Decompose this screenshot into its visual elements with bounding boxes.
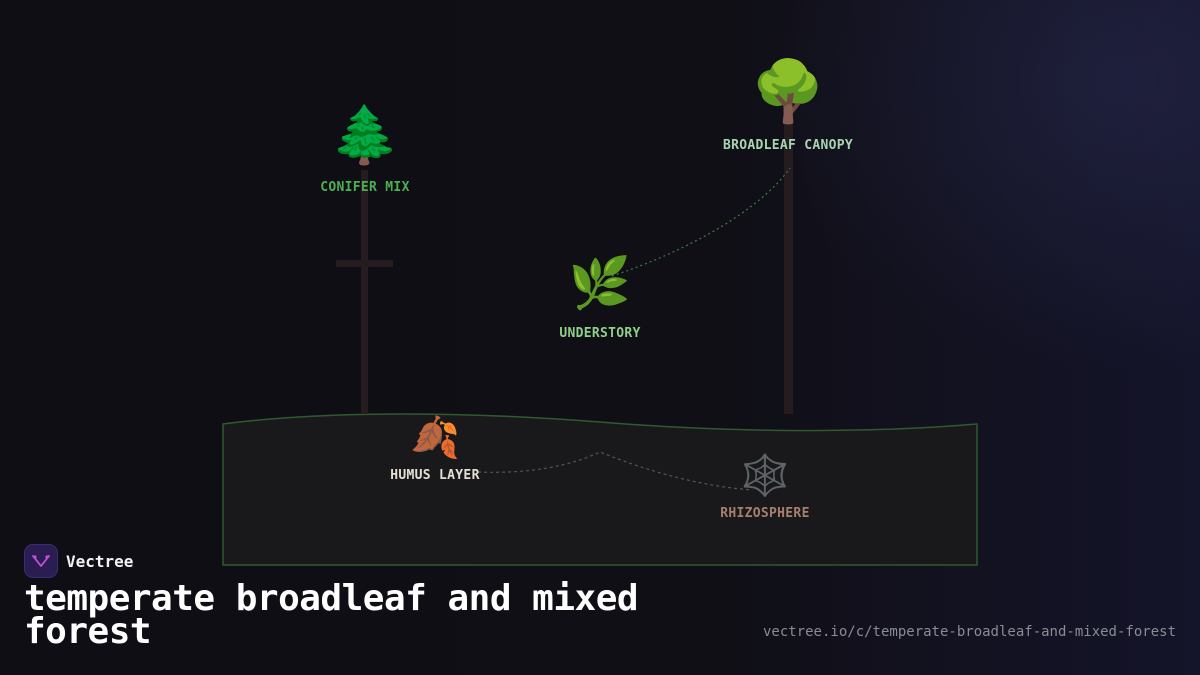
node-humus-layer: 🍂 HUMUS LAYER — [390, 418, 479, 483]
conifer-trunk — [361, 170, 368, 414]
page-title: temperate broadleaf and mixed forest — [24, 578, 639, 652]
node-label-broadleaf-canopy: BROADLEAF CANOPY — [722, 138, 854, 153]
node-label-conifer-mix: CONIFER MIX — [320, 180, 410, 195]
spider-web-icon: 🕸️ — [740, 453, 790, 499]
node-label-rhizosphere: RHIZOSPHERE — [720, 506, 810, 521]
node-broadleaf-canopy: 🌳 BROADLEAF CANOPY — [723, 62, 853, 153]
brand[interactable]: Vectree — [24, 544, 133, 578]
evergreen-tree-icon: 🌲 — [330, 103, 400, 168]
humus-rhizosphere-link — [477, 451, 753, 491]
brand-name: Vectree — [66, 551, 134, 571]
conifer-crossbar — [336, 260, 393, 267]
deciduous-tree-icon: 🌳 — [750, 57, 826, 127]
node-conifer-mix: 🌲 CONIFER MIX — [320, 103, 410, 196]
page-url[interactable]: vectree.io/c/temperate-broadleaf-and-mix… — [762, 624, 1176, 640]
node-label-humus-layer: HUMUS LAYER — [390, 468, 480, 483]
broadleaf-trunk — [784, 125, 793, 414]
ground-band — [222, 413, 978, 566]
node-understory: 🌿 UNDERSTORY — [559, 258, 640, 341]
herb-icon: 🌿 — [568, 254, 632, 312]
fallen-leaf-icon: 🍂 — [410, 415, 460, 461]
vectree-logo-icon — [24, 544, 58, 578]
node-rhizosphere: 🕸️ RHIZOSPHERE — [720, 456, 809, 521]
understory-canopy-link — [611, 167, 791, 277]
node-label-understory: UNDERSTORY — [559, 326, 641, 341]
